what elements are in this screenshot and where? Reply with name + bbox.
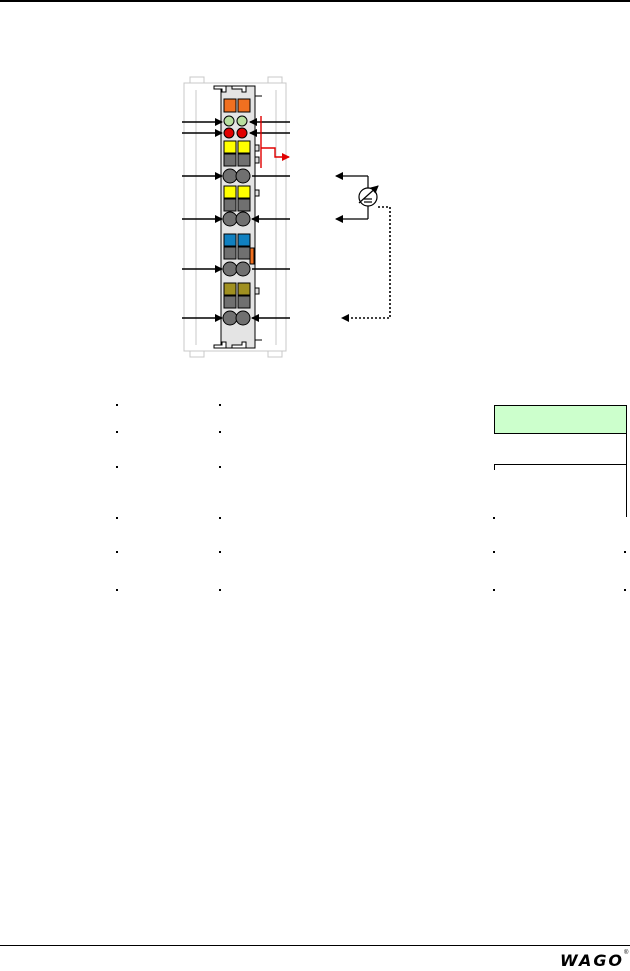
wago-logo-text: WAGO bbox=[560, 951, 622, 968]
table-bullet bbox=[493, 551, 495, 553]
table-bullet bbox=[116, 551, 118, 553]
shield-dotted-line bbox=[341, 206, 391, 322]
led-green-2 bbox=[236, 115, 248, 127]
table-bullet bbox=[624, 589, 626, 591]
registered-mark: ® bbox=[624, 950, 629, 956]
table-bullet bbox=[219, 589, 221, 591]
terminal-connection-diagram bbox=[182, 76, 391, 358]
sensor-symbol bbox=[335, 172, 379, 223]
table-line bbox=[494, 464, 626, 465]
signal-arrow bbox=[260, 116, 290, 168]
terminal-module bbox=[213, 85, 262, 349]
table-bullet bbox=[219, 466, 221, 468]
table-bullet bbox=[219, 517, 221, 519]
led-red-2 bbox=[236, 127, 248, 139]
header-rule bbox=[0, 0, 630, 2]
led-green-1 bbox=[223, 115, 235, 127]
table-bullet bbox=[116, 466, 118, 468]
wago-logo: WAGO bbox=[560, 951, 622, 968]
table-bullet bbox=[493, 517, 495, 519]
table-bullet bbox=[624, 551, 626, 553]
led-red-1 bbox=[223, 127, 235, 139]
table-bullet bbox=[116, 431, 118, 433]
table-bullet bbox=[116, 589, 118, 591]
table-line bbox=[494, 464, 495, 470]
table-highlight-cell bbox=[494, 405, 627, 434]
table-bullet bbox=[116, 517, 118, 519]
table-bullet bbox=[219, 404, 221, 406]
orange-marker-left bbox=[223, 98, 237, 113]
table-line bbox=[626, 405, 627, 517]
callout-arrows bbox=[182, 118, 290, 322]
table-bullet bbox=[493, 589, 495, 591]
footer-rule bbox=[0, 945, 630, 946]
orange-marker-right bbox=[237, 98, 251, 113]
table-bullet bbox=[219, 551, 221, 553]
table-bullet bbox=[219, 431, 221, 433]
table-bullet bbox=[116, 404, 118, 406]
